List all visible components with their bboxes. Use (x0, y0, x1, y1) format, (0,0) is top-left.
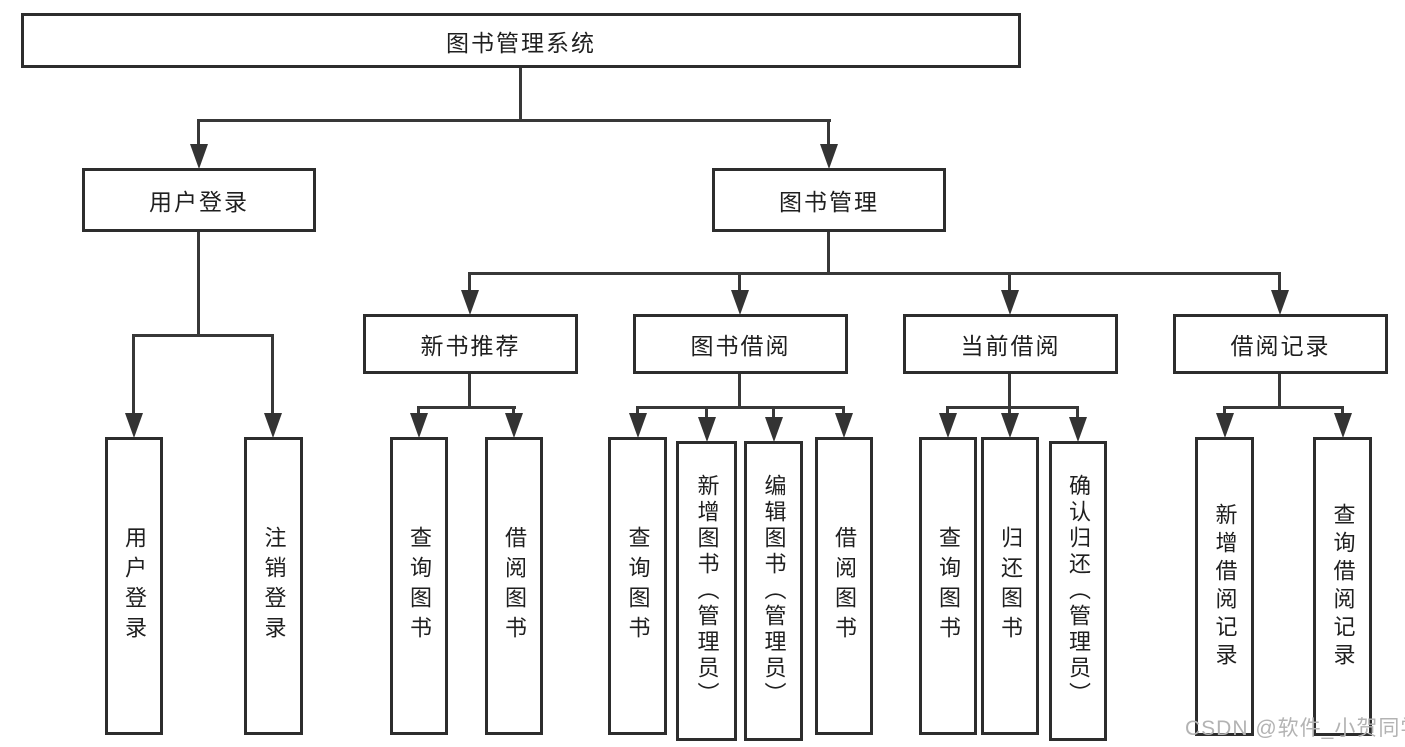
connector-stem (1223, 406, 1226, 416)
node-leaf-user-login: 用户登录 (105, 437, 163, 735)
arrow-down-icon (1271, 290, 1289, 315)
node-library-management-system: 图书管理系统 (21, 13, 1021, 68)
arrow-down-icon (1001, 290, 1019, 315)
node-current-borrow: 当前借阅 (903, 314, 1118, 374)
connector-stem-new-book-rec (468, 272, 471, 292)
node-user-login: 用户登录 (82, 168, 316, 232)
arrow-down-icon (461, 290, 479, 315)
connector-stem-leaf-user-login (132, 334, 135, 413)
connector-new-book-rec-drop (468, 374, 471, 406)
node-leaf-logout: 注销登录 (244, 437, 303, 735)
arrow-down-icon (1334, 413, 1352, 438)
csdn-watermark: CSDN @软件_小贺同学 (1185, 717, 1405, 740)
connector-stem (842, 406, 845, 416)
arrow-down-icon (765, 417, 783, 442)
node-leaf-query-books-current: 查询图书 (919, 437, 977, 735)
connector-book-mgmt-drop (827, 232, 830, 272)
connector-current-borrow-drop (1008, 374, 1011, 406)
node-leaf-query-books-borrow: 查询图书 (608, 437, 667, 735)
node-leaf-query-borrow-record: 查询借阅记录 (1313, 437, 1372, 736)
arrow-down-icon (731, 290, 749, 315)
arrow-down-icon (835, 413, 853, 438)
connector-root-drop (519, 67, 522, 119)
arrow-down-icon (505, 413, 523, 438)
connector-stem-book-mgmt (827, 119, 830, 145)
node-leaf-borrow-books-borrow: 借阅图书 (815, 437, 873, 735)
node-leaf-borrow-books-newrec: 借阅图书 (485, 437, 543, 735)
arrow-down-icon (939, 413, 957, 438)
connector-book-borrow-drop (738, 374, 741, 406)
connector-stem-leaf-logout (271, 334, 274, 413)
connector-stem (512, 406, 515, 416)
arrow-down-icon (1001, 413, 1019, 438)
connector-borrow-records-bus (1224, 406, 1344, 409)
connector-stem (1341, 406, 1344, 416)
arrow-down-icon (125, 413, 143, 438)
node-book-borrow: 图书借阅 (633, 314, 848, 374)
arrow-down-icon (1216, 413, 1234, 438)
connector-stem (636, 406, 639, 416)
arrow-down-icon (820, 144, 838, 169)
connector-user-login-bus (134, 334, 274, 337)
arrow-down-icon (410, 413, 428, 438)
connector-stem-borrow-records (1278, 272, 1281, 292)
node-leaf-edit-book-admin: 编辑图书（管理员） (744, 441, 803, 741)
arrow-down-icon (264, 413, 282, 438)
arrow-down-icon (698, 417, 716, 442)
connector-stem (946, 406, 949, 416)
arrow-down-icon (190, 144, 208, 169)
connector-stem (772, 406, 775, 418)
connector-stem (1076, 406, 1079, 418)
connector-book-borrow-bus (637, 406, 845, 409)
node-leaf-add-borrow-record: 新增借阅记录 (1195, 437, 1254, 736)
node-leaf-confirm-return-admin: 确认归还（管理员） (1049, 441, 1107, 741)
node-leaf-query-books-newrec: 查询图书 (390, 437, 448, 735)
node-new-book-recommend: 新书推荐 (363, 314, 578, 374)
connector-stem-user-login (197, 119, 200, 145)
connector-stem-current-borrow (1008, 272, 1011, 292)
node-leaf-return-book: 归还图书 (981, 437, 1039, 735)
connector-level2-bus (198, 119, 831, 122)
arrow-down-icon (629, 413, 647, 438)
node-leaf-add-book-admin: 新增图书（管理员） (676, 441, 737, 741)
connector-new-book-rec-bus (419, 406, 516, 409)
connector-level3-bus (470, 272, 1281, 275)
node-borrow-records: 借阅记录 (1173, 314, 1388, 374)
connector-stem (705, 406, 708, 418)
arrow-down-icon (1069, 417, 1087, 442)
connector-stem-book-borrow (738, 272, 741, 292)
node-book-management: 图书管理 (712, 168, 946, 232)
connector-stem (417, 406, 420, 416)
connector-current-borrow-bus (947, 406, 1079, 409)
connector-stem (1008, 406, 1011, 416)
connector-borrow-records-drop (1278, 374, 1281, 406)
connector-user-login-drop (197, 232, 200, 334)
